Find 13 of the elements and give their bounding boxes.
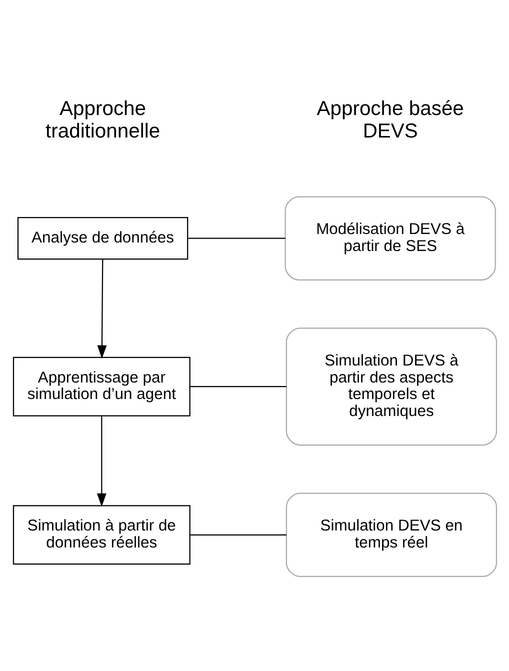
node-box: Modélisation DEVS à partir de SES	[284, 196, 496, 280]
arrow	[96, 416, 106, 507]
connector	[188, 238, 285, 239]
node-box: Apprentissage par simulation d’un agent	[12, 356, 190, 416]
label: Approche basée DEVS	[316, 98, 464, 143]
label: Approche traditionnelle	[45, 98, 160, 143]
node-box: Simulation DEVS en temps réel	[285, 492, 497, 577]
arrow	[96, 259, 106, 359]
connector	[189, 386, 286, 388]
node-box: Simulation DEVS à partir des aspects temporels et dynamiques	[285, 328, 497, 446]
node-box: Analyse de données	[16, 217, 188, 260]
connector	[189, 534, 286, 536]
node-box: Simulation à partir de données réelles	[12, 505, 190, 565]
